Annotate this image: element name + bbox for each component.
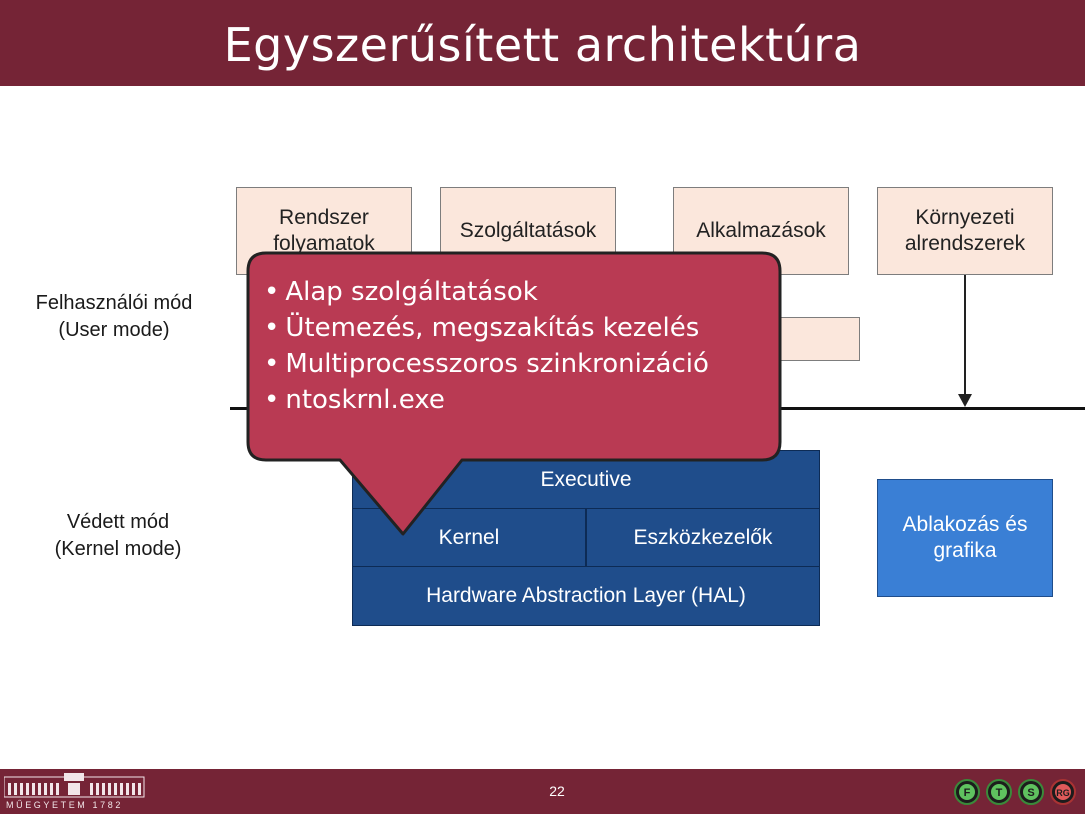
bme-logo-text: MŰEGYETEM 1782 [6,800,123,810]
user-mode-label-hu: Felhasználói mód [35,292,193,314]
kernel-label: Kernel [438,525,500,549]
footer-bar: MŰEGYETEM 1782 22 F T S RG [0,769,1085,814]
ftsrg-logo: F T S RG [954,779,1076,805]
callout-item: Alap szolgáltatások [264,274,709,310]
callout-item: Ütemezés, megszakítás kezelés [264,310,709,346]
environment-subsystems-line2: alrendszerek [904,232,1026,255]
kernel-mode-label-hu: Védett mód [66,511,170,533]
device-drivers-label: Eszközkezelők [633,525,773,549]
ftsrg-logo-letter: F [964,787,971,799]
windowing-graphics-box: Ablakozás és grafika [877,479,1053,597]
user-mode-label: Felhasználói mód (User mode) [14,290,214,344]
callout-item: Multiprocesszoros szinkronizáció [264,346,709,382]
ftsrg-logo-letter: S [1027,787,1034,799]
ftsrg-logo-letter: RG [1056,788,1070,798]
page-number: 22 [549,783,565,799]
executive-label: Executive [540,467,632,491]
kernel-mode-label-en: (Kernel mode) [54,538,182,560]
environment-subsystems-box: Környezeti alrendszerek [877,187,1053,275]
user-mode-label-en: (User mode) [58,319,170,341]
title-bar: Egyszerűsített architektúra [0,0,1085,86]
slide-title: Egyszerűsített architektúra [223,18,862,72]
applications-label: Alkalmazások [696,219,826,242]
environment-subsystems-line1: Környezeti [915,206,1015,229]
hal-box: Hardware Abstraction Layer (HAL) [352,567,820,626]
subsystem-arrow-line [964,275,966,397]
services-label: Szolgáltatások [459,219,597,242]
windowing-line2: grafika [933,539,997,562]
callout-item: ntoskrnl.exe [264,382,709,418]
subsystem-arrow-head [958,394,972,407]
ftsrg-logo-letter: T [996,787,1003,799]
windowing-line1: Ablakozás és [902,513,1028,536]
kernel-mode-label: Védett mód (Kernel mode) [18,509,218,563]
system-processes-line2: folyamatok [273,232,375,255]
callout-list: Alap szolgáltatások Ütemezés, megszakítá… [264,274,709,418]
bme-logo: MŰEGYETEM 1782 [4,773,145,810]
device-drivers-box: Eszközkezelők [586,509,820,567]
hal-label: Hardware Abstraction Layer (HAL) [426,584,746,607]
system-processes-line1: Rendszer [279,206,369,229]
